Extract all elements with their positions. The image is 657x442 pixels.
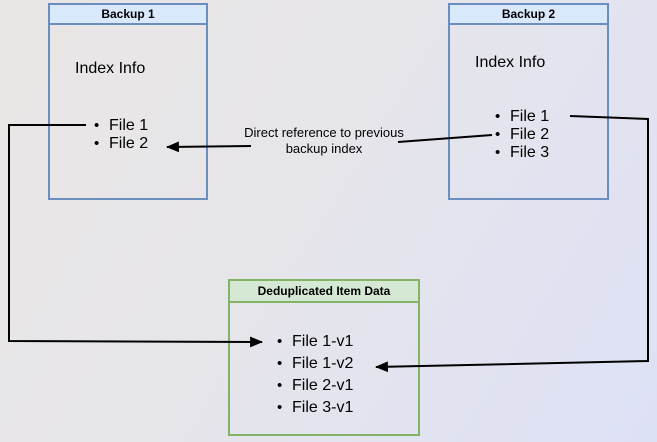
backup2-node: Backup 2 bbox=[448, 3, 609, 200]
backup1-file-1: File 1 bbox=[94, 117, 148, 135]
dedup-node: Deduplicated Item Data bbox=[228, 279, 420, 436]
dedup-item-1: File 1-v1 bbox=[277, 331, 353, 353]
backup1-file-2: File 2 bbox=[94, 135, 148, 153]
backup2-file-2: File 2 bbox=[495, 126, 549, 144]
backup2-title: Backup 2 bbox=[450, 5, 607, 25]
backup1-index-info-label: Index Info bbox=[75, 60, 146, 77]
dedup-item-2: File 1-v2 bbox=[277, 353, 353, 375]
backup1-file-list: File 1 File 2 bbox=[94, 117, 148, 153]
backup1-title: Backup 1 bbox=[50, 5, 206, 25]
dedup-item-3: File 2-v1 bbox=[277, 375, 353, 397]
backup1-node: Backup 1 bbox=[48, 3, 208, 200]
backup2-file-list: File 1 File 2 File 3 bbox=[495, 108, 549, 162]
dedup-item-list: File 1-v1 File 1-v2 File 2-v1 File 3-v1 bbox=[277, 331, 353, 419]
backup2-file-1: File 1 bbox=[495, 108, 549, 126]
dedup-title: Deduplicated Item Data bbox=[230, 281, 418, 303]
direct-reference-annotation: Direct reference to previous backup inde… bbox=[244, 125, 404, 156]
backup2-file-3: File 3 bbox=[495, 144, 549, 162]
backup2-index-info-label: Index Info bbox=[475, 54, 546, 71]
dedup-item-4: File 3-v1 bbox=[277, 397, 353, 419]
